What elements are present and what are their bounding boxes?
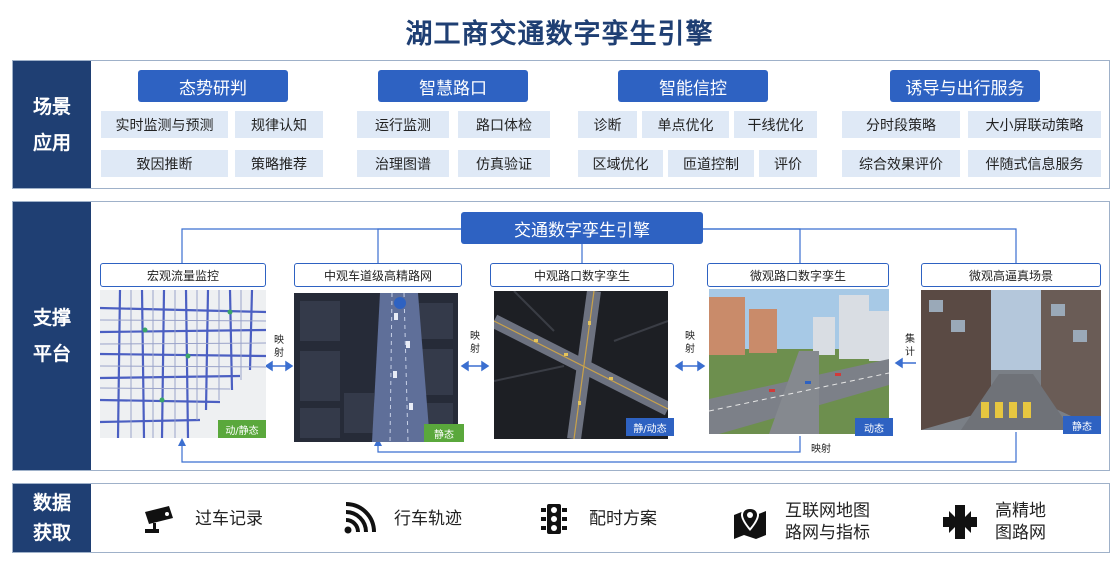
scene-item: 策略推荐 [235,150,323,177]
panel-tag: 静态 [1063,416,1101,434]
scene-band-label: 场景 应用 [13,61,91,188]
scene-item: 分时段策略 [842,111,960,138]
panel-title: 微观高逼真场景 [921,263,1101,287]
scene-item: 致因推断 [101,150,228,177]
scene-item: 综合效果评价 [842,150,960,177]
aggregate-label: 集计 [905,334,915,358]
scene-item: 仿真验证 [458,150,550,177]
data-source-label-line1: 高精地 [995,501,1046,521]
scene-item: 治理图谱 [357,150,449,177]
bottom-map-label: 映射 [811,444,831,455]
panel-title: 微观路口数字孪生 [707,263,889,287]
scene-item: 路口体检 [458,111,550,138]
camera-icon [145,506,173,533]
data-source-label: 配时方案 [589,509,657,529]
data-band-label: 数据 获取 [13,484,91,552]
data-label-line2: 获取 [32,522,71,544]
page-title: 湖工商交通数字孪生引擎 [405,19,714,50]
scene-item: 单点优化 [642,111,729,138]
engine-title: 交通数字孪生引擎 [461,212,703,244]
panel-title: 宏观流量监控 [100,263,266,287]
traffic-light-icon [541,504,567,534]
scene-item: 诊断 [578,111,637,138]
data-source-item: 行车轨迹 [342,502,462,536]
data-label-line1: 数据 [32,492,71,514]
data-source-label-line1: 互联网地图 [785,501,870,521]
panel-tag: 动态 [855,418,893,436]
scene-item: 评价 [759,150,817,177]
data-source-label: 互联网地图 路网与指标 [785,500,870,544]
panel-title: 中观路口数字孪生 [490,263,674,287]
panel-tag: 静态 [424,424,464,442]
data-source-item: 高精地 图路网 [943,500,1046,544]
scene-item: 大小屏联动策略 [968,111,1101,138]
data-source-label-line2: 图路网 [995,523,1046,543]
scene-item: 干线优化 [734,111,817,138]
scene-item: 匝道控制 [668,150,754,177]
scene-item: 规律认知 [235,111,323,138]
map-label: 映射 [685,331,695,355]
panel-title: 中观车道级高精路网 [294,263,462,287]
high-fidelity-street-scene [921,290,1101,430]
scene-item: 实时监测与预测 [101,111,228,138]
data-source-item: 互联网地图 路网与指标 [733,500,870,544]
scene-item: 区域优化 [578,150,663,177]
data-source-label: 过车记录 [195,509,263,529]
category-title: 智能信控 [618,70,768,102]
scene-item: 伴随式信息服务 [968,150,1101,177]
intersection-twin-view [494,291,668,439]
data-source-item: 配时方案 [537,502,657,536]
platform-label-line2: 平台 [32,343,71,365]
data-source-label: 行车轨迹 [394,509,462,529]
scene-label-line1: 场景 [32,95,71,118]
macro-traffic-map [100,290,266,438]
category-title: 智慧路口 [378,70,528,102]
signal-waves-icon [344,502,376,534]
lane-level-map [294,293,458,442]
map-label: 映射 [470,331,480,355]
hd-map-icon [943,505,977,539]
platform-band-label: 支撑 平台 [13,202,91,470]
map-pin-icon [734,507,766,539]
data-source-label: 高精地 图路网 [995,500,1046,544]
micro-intersection-3d-view [709,289,889,434]
data-source-item: 过车记录 [143,502,263,536]
data-source-label-line2: 路网与指标 [785,523,870,543]
category-title: 态势研判 [138,70,288,102]
platform-label-line1: 支撑 [32,307,71,329]
scene-label-line2: 应用 [32,131,71,154]
category-title: 诱导与出行服务 [890,70,1040,102]
panel-tag: 动/静态 [218,420,266,438]
panel-tag: 静/动态 [626,418,674,436]
map-label: 映射 [274,335,284,359]
scene-item: 运行监测 [357,111,449,138]
